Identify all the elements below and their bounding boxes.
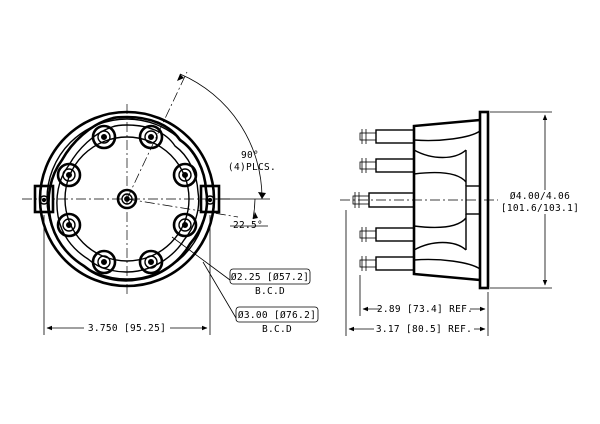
diameter-label: Ø4.00/4.06 <box>510 191 570 202</box>
terminal-posts <box>352 129 415 271</box>
overall-ref: 3.17 [80.5] REF. <box>376 324 472 335</box>
places-label: (4)PLCS. <box>228 162 276 173</box>
terminal-tower <box>91 124 117 150</box>
terminal-tower <box>138 249 164 275</box>
terminal-post <box>359 227 415 242</box>
tower-ring <box>47 115 209 282</box>
angled-centerline <box>126 198 239 218</box>
angle-arc-90 <box>179 73 263 200</box>
angle-arc-22 <box>252 198 256 220</box>
sub-angle-label: 22.5° <box>233 220 263 231</box>
bcd-small-note: B.C.D <box>255 286 285 297</box>
bcd-small-diameter: Ø2.25 [Ø57.2] <box>231 272 309 283</box>
terminal-post <box>359 256 415 271</box>
terminal-post <box>359 158 415 173</box>
angle-label: 90° <box>241 150 259 161</box>
bcd-large-diameter: Ø3.00 [Ø76.2] <box>238 310 316 321</box>
terminal-tower <box>172 212 198 238</box>
width-dimension: 3.750 [95.25] <box>88 323 166 334</box>
bcd-small-callout: Ø2.25 [Ø57.2] B.C.D <box>229 268 311 297</box>
bcd-large-note: B.C.D <box>262 324 292 335</box>
front-view: 90° (4)PLCS. 22.5° Ø2.25 [Ø57.2] B.C.D Ø… <box>22 71 319 335</box>
terminal-tower <box>56 212 82 238</box>
terminal-tower <box>91 249 117 275</box>
terminal-post <box>352 192 415 208</box>
side-view: Ø4.00/4.06 [101.6/103.1] 2.89 [73.4] REF… <box>340 110 582 336</box>
diameter-metric: [101.6/103.1] <box>501 203 579 214</box>
diagonal-centerline <box>126 71 188 200</box>
terminal-post <box>359 129 415 144</box>
terminal-tower <box>56 162 82 188</box>
depth-ref: 2.89 [73.4] REF. <box>377 304 473 315</box>
bcd-large-callout: Ø3.00 [Ø76.2] B.C.D <box>235 306 319 335</box>
terminal-tower <box>172 162 198 188</box>
terminal-towers <box>56 124 198 275</box>
terminal-tower <box>138 124 164 150</box>
